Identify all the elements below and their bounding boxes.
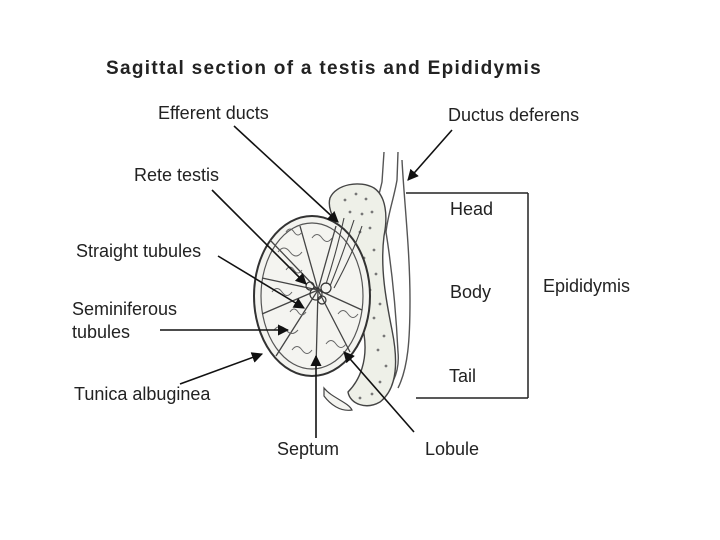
- label-tunica-albuginea: Tunica albuginea: [74, 384, 211, 404]
- lobule-arrow: [343, 351, 415, 433]
- testis-body: [253, 215, 371, 377]
- pointer-arrows: [160, 125, 453, 438]
- label-epididymis: Epididymis: [543, 276, 631, 296]
- label-head: Head: [450, 199, 494, 219]
- ductus-deferens-arrow: [407, 129, 453, 181]
- label-body: Body: [450, 282, 492, 302]
- diagram-title: Sagittal section of a testis and Epididy…: [106, 58, 542, 79]
- epididymis-bracket: [406, 192, 529, 399]
- label-lobule: Lobule: [425, 439, 480, 459]
- label-septum: Septum: [277, 439, 340, 459]
- rete-testis-arrow: [211, 189, 307, 285]
- label-rete-testis: Rete testis: [134, 165, 220, 185]
- tunica-albuginea-arrow: [179, 352, 264, 385]
- label-tail: Tail: [449, 366, 477, 386]
- label-seminiferous-line2: tubules: [72, 322, 131, 342]
- label-straight-tubules: Straight tubules: [76, 241, 202, 261]
- tissue-fold: [323, 386, 353, 411]
- efferent-ducts-arrow: [233, 125, 339, 223]
- label-efferent-ducts: Efferent ducts: [158, 103, 269, 123]
- label-ductus-deferens: Ductus deferens: [448, 105, 580, 125]
- label-seminiferous-line1: Seminiferous: [72, 299, 178, 319]
- straight-tubules-arrow: [217, 255, 305, 309]
